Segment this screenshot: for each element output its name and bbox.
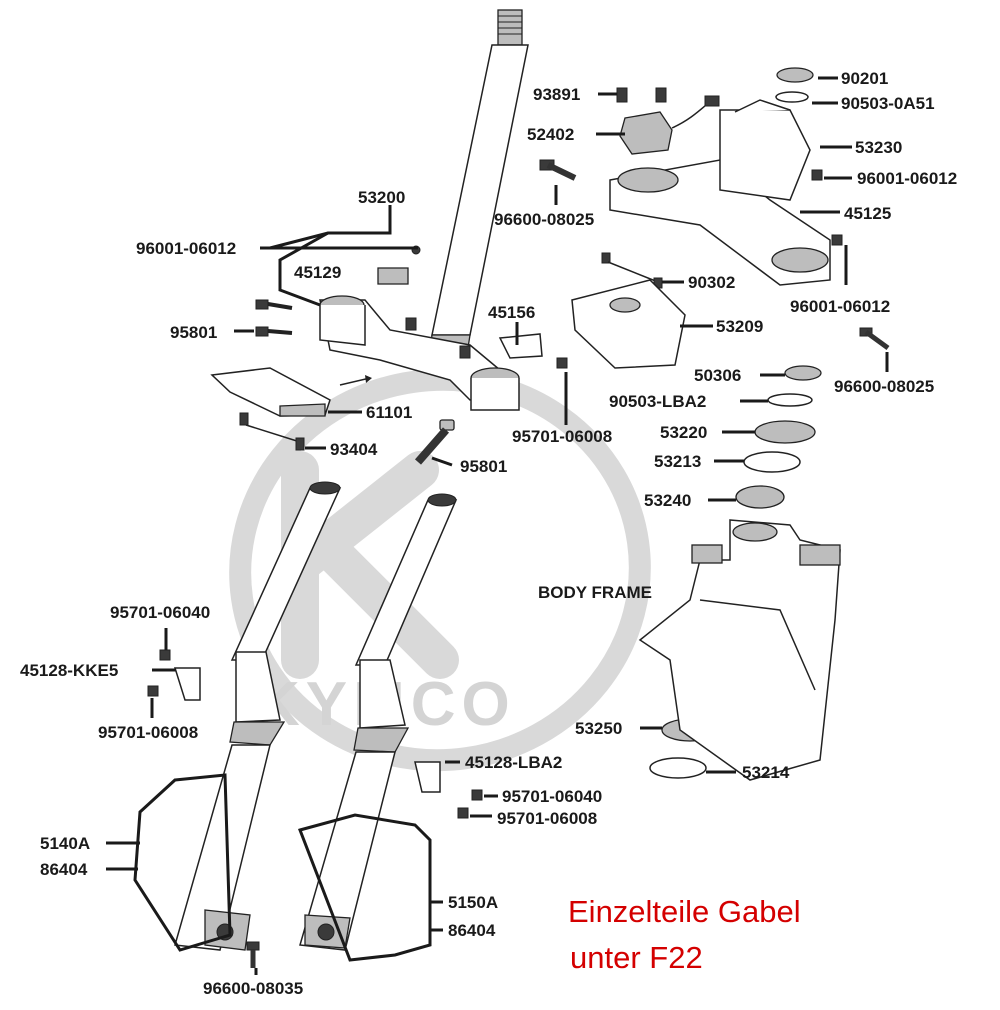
label-53213: 53213: [654, 452, 701, 471]
label-96001-06012-left: 96001-06012: [136, 239, 236, 258]
label-50306: 50306: [694, 366, 741, 385]
label-86404-left: 86404: [40, 860, 88, 879]
label-90503-0a51: 90503-0A51: [841, 94, 935, 113]
outline-5150a: [298, 813, 432, 962]
fork-left: [174, 481, 342, 951]
label-45128-lba2: 45128-LBA2: [465, 753, 562, 772]
bolt-95801-mid: [414, 419, 455, 465]
label-53230: 53230: [855, 138, 902, 157]
label-53214: 53214: [742, 763, 790, 782]
label-93891: 93891: [533, 85, 580, 104]
red-note: Einzelteile Gabel unter F22: [568, 894, 801, 975]
lower-bracket: [319, 295, 520, 411]
label-95701-06040-right: 95701-06040: [502, 787, 602, 806]
bolt-96001-r1: [811, 169, 823, 181]
body-frame: [638, 519, 841, 781]
note-line-2: unter F22: [570, 940, 703, 975]
label-5140a: 5140A: [40, 834, 90, 853]
label-53209: 53209: [716, 317, 763, 336]
label-95801-mid: 95801: [460, 457, 507, 476]
bolts-95801-left: [255, 299, 293, 337]
bolt-96001-r2: [831, 234, 843, 246]
label-95701-06008-left: 95701-06008: [98, 723, 198, 742]
sensor-52402: [619, 95, 720, 155]
label-95701-06040-left: 95701-06040: [110, 603, 210, 622]
bolt-96600-08025-right: [859, 327, 890, 351]
label-95801-left: 95801: [170, 323, 217, 342]
bolt-95701-06008-left: [147, 685, 159, 697]
bolt-96600-08025-top: [539, 159, 577, 181]
bolt-95701-06040-left: [159, 649, 171, 661]
label-61101: 61101: [366, 403, 412, 422]
label-body-frame: BODY FRAME: [538, 583, 652, 602]
label-45125: 45125: [844, 204, 891, 223]
cover-53209: [571, 279, 686, 369]
clip-45156: [498, 333, 543, 359]
label-86404-right: 86404: [448, 921, 496, 940]
label-45128-kke5: 45128-KKE5: [20, 661, 118, 680]
label-95701-06008-mid: 95701-06008: [512, 427, 612, 446]
label-5150a: 5150A: [448, 893, 498, 912]
label-53220: 53220: [660, 423, 707, 442]
fork-right: [299, 493, 458, 951]
label-96600-08025-right: 96600-08025: [834, 377, 934, 396]
label-93404: 93404: [330, 440, 378, 459]
label-96600-08025-top: 96600-08025: [494, 210, 594, 229]
clip-45129: [377, 267, 409, 285]
label-45156: 45156: [488, 303, 535, 322]
cover-61101: [210, 367, 372, 417]
bolt-95701-06008-mid: [556, 357, 568, 369]
steering-stem: [429, 9, 529, 349]
label-52402: 52402: [527, 125, 574, 144]
screws-93891: [616, 87, 667, 103]
bracket-45128-kke5: [173, 667, 201, 701]
label-96600-08035: 96600-08035: [203, 979, 303, 998]
leader-lines: [106, 76, 889, 975]
handlebar-holder: [609, 67, 831, 286]
bolts-93404: [239, 412, 305, 451]
note-line-1: Einzelteile Gabel: [568, 894, 801, 929]
label-53200: 53200: [358, 188, 405, 207]
label-90302: 90302: [688, 273, 735, 292]
outline-5140a: [133, 773, 232, 952]
label-45129: 45129: [294, 263, 341, 282]
label-53240: 53240: [644, 491, 691, 510]
label-96001-06012-r2: 96001-06012: [790, 297, 890, 316]
label-90503-lba2: 90503-LBA2: [609, 392, 706, 411]
bolt-96600-08035: [246, 941, 260, 968]
part-labels: 53200 96001-06012 45129 95801 45156 6110…: [20, 69, 957, 998]
bolt-95701-06008-right: [457, 807, 469, 819]
label-95701-06008-right: 95701-06008: [497, 809, 597, 828]
label-53250: 53250: [575, 719, 622, 738]
label-96001-06012-r1: 96001-06012: [857, 169, 957, 188]
bracket-45128-lba2: [414, 761, 441, 793]
bolt-95701-06040-right: [471, 789, 483, 801]
label-90201: 90201: [841, 69, 888, 88]
